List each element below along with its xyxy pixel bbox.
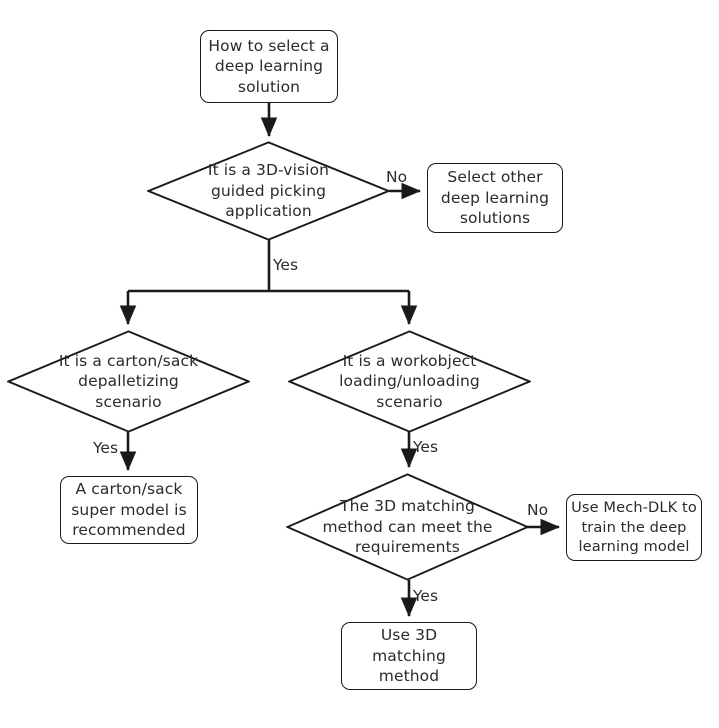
diamond-text-wrap: It is a 3D-vision guided picking applica… xyxy=(147,141,390,241)
node-use-mech-dlk-label: Use Mech-DLK to train the deep learning … xyxy=(571,499,697,556)
diamond-text-wrap: The 3D matching method can meet the requ… xyxy=(286,473,529,581)
node-select-other-solutions[interactable]: Select other deep learning solutions xyxy=(427,163,563,233)
diamond-shape xyxy=(288,330,531,433)
node-decision-workobject-loading-label: It is a workobject loading/unloading sce… xyxy=(339,351,480,411)
edge-label-yes-matching: Yes xyxy=(413,587,439,605)
node-carton-super-model[interactable]: A carton/sack super model is recommended xyxy=(60,476,198,544)
node-use-mech-dlk[interactable]: Use Mech-DLK to train the deep learning … xyxy=(566,494,702,561)
node-use-3d-matching[interactable]: Use 3D matching method xyxy=(341,622,477,690)
node-decision-workobject-loading[interactable]: It is a workobject loading/unloading sce… xyxy=(288,330,531,433)
node-decision-3d-vision[interactable]: It is a 3D-vision guided picking applica… xyxy=(147,141,390,241)
diamond-text-wrap: It is a workobject loading/unloading sce… xyxy=(288,330,531,433)
edge-label-no-matching: No xyxy=(527,501,549,519)
node-decision-3d-matching[interactable]: The 3D matching method can meet the requ… xyxy=(286,473,529,581)
node-decision-carton-depalletizing[interactable]: It is a carton/sack depalletizing scenar… xyxy=(7,330,250,433)
node-use-3d-matching-label: Use 3D matching method xyxy=(372,626,446,686)
edge-label-yes-workobject: Yes xyxy=(413,438,439,456)
edge-label-yes-carton: Yes xyxy=(93,439,119,457)
diamond-text-wrap: It is a carton/sack depalletizing scenar… xyxy=(7,330,250,433)
node-start[interactable]: How to select a deep learning solution xyxy=(200,30,338,103)
node-carton-super-model-label: A carton/sack super model is recommended xyxy=(71,480,187,540)
node-decision-3d-matching-label: The 3D matching method can meet the requ… xyxy=(322,497,493,557)
node-start-label: How to select a deep learning solution xyxy=(208,36,330,96)
node-select-other-solutions-label: Select other deep learning solutions xyxy=(440,168,550,228)
edge-label-no-3d-vision: No xyxy=(386,168,408,186)
diamond-shape xyxy=(7,330,250,433)
node-decision-carton-depalletizing-label: It is a carton/sack depalletizing scenar… xyxy=(58,351,199,411)
diamond-shape xyxy=(286,473,529,581)
node-decision-3d-vision-label: It is a 3D-vision guided picking applica… xyxy=(207,161,330,221)
edge-label-yes-3d-vision: Yes xyxy=(273,256,299,274)
diamond-shape xyxy=(147,141,390,241)
